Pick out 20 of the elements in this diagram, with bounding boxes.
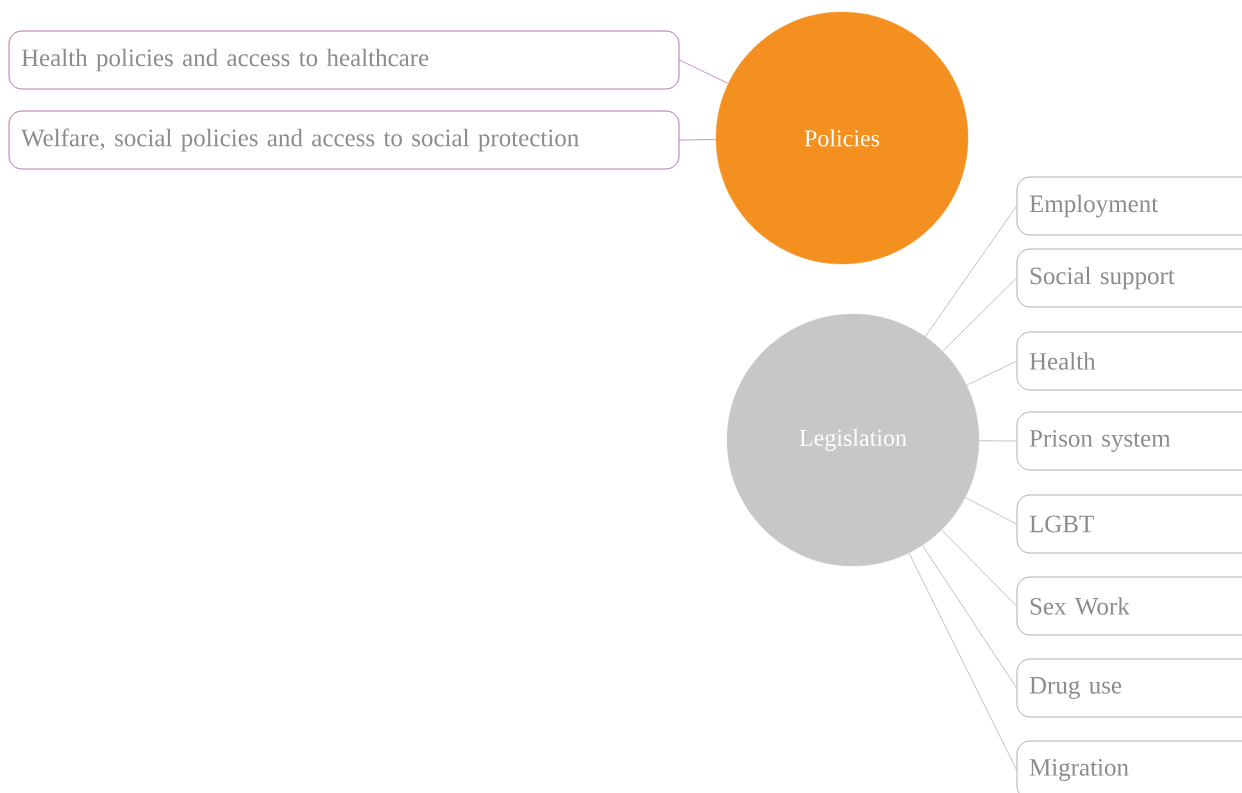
rounded-box: Migration — [1016, 740, 1242, 793]
rounded-box: Sex Work — [1016, 576, 1242, 636]
connector-line — [942, 277, 1017, 352]
connector-line — [908, 552, 1017, 771]
connector-line — [966, 360, 1017, 386]
rounded-box: Health — [1016, 331, 1242, 391]
rounded-box: Employment — [1016, 176, 1242, 236]
rounded-box: Drug use — [1016, 658, 1242, 718]
rounded-box: LGBT — [1016, 494, 1242, 554]
connector-line — [925, 205, 1017, 337]
connector-line — [679, 59, 729, 84]
connector-line — [964, 497, 1017, 525]
rounded-box: Prison system — [1016, 411, 1242, 471]
connector-line — [679, 139, 717, 141]
connector-line — [978, 440, 1017, 442]
rounded-box: Social support — [1016, 248, 1242, 308]
connector-line — [922, 545, 1017, 689]
rounded-box: Welfare, social policies and access to social protection — [8, 110, 680, 170]
connector-line — [941, 529, 1017, 607]
rounded-box: Health policies and access to healthcare — [8, 30, 680, 90]
